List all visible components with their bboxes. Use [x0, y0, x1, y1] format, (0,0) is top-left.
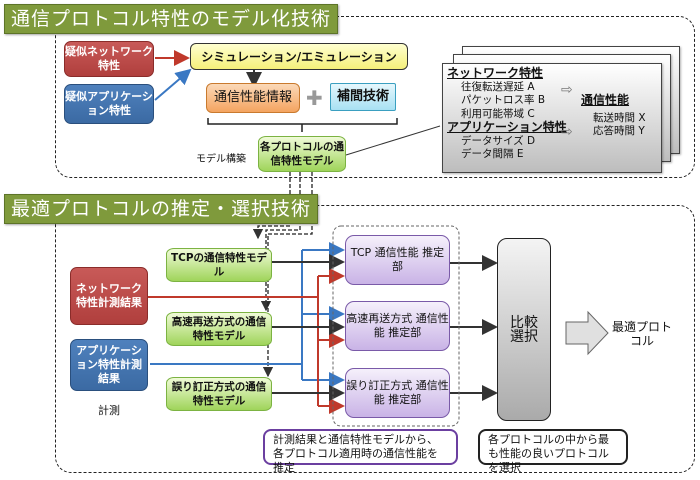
estimator-error-correction: 誤り訂正方式 通信性能 推定部: [345, 368, 450, 418]
perf-heading: 通信性能: [581, 93, 630, 107]
estimator-fast-retransmit: 高速再送方式 通信性能 推定部: [345, 301, 450, 351]
pseudo-network-box: 疑似ネットワーク特性: [64, 41, 154, 77]
item-label: 利用可能帯域: [461, 107, 524, 120]
estimator-tcp: TCP 通信性能 推定部: [345, 235, 450, 285]
item-var: A: [527, 80, 535, 93]
estimator-group-frame: [332, 225, 460, 427]
network-measure-box: ネットワーク特性計測結果: [70, 267, 148, 325]
item-var: Y: [638, 125, 645, 137]
item-var: E: [516, 148, 524, 160]
perf-item: 応答時間 Y: [593, 125, 645, 139]
item-var: C: [527, 107, 535, 120]
network-heading: ネットワーク特性: [447, 66, 544, 80]
characteristics-card: ネットワーク特性 往復転送遅延 A パケットロス率 B 利用可能帯域 C アプリ…: [442, 63, 662, 173]
item-label: データサイズ: [461, 134, 524, 147]
simulation-box: シミュレーション/エミュレーション: [190, 43, 408, 70]
perf-item: 転送時間 X: [593, 112, 646, 126]
arrow-icon: ⇨: [561, 124, 573, 140]
item-var: D: [527, 134, 536, 147]
app-item: データ間隔 E: [447, 148, 657, 162]
link-model-to-card: [345, 125, 441, 156]
optimal-protocol-label: 最適プロトコル: [612, 320, 673, 348]
item-label: データ間隔: [461, 148, 514, 160]
interpolation-box: 補間技術: [330, 83, 396, 111]
measure-label: 計測: [98, 404, 120, 417]
bracket: [207, 118, 398, 132]
arrow-icon: ⇨: [561, 82, 573, 98]
item-label: パケットロス率: [461, 94, 535, 106]
app-measure-box: アプリケーション特性計測結果: [70, 339, 148, 391]
pseudo-application-box: 疑似アプリケーション特性: [64, 84, 154, 124]
network-item: パケットロス率 B: [447, 94, 657, 108]
app-heading: アプリケーション特性: [447, 120, 567, 134]
item-label: 応答時間: [593, 125, 635, 137]
item-var: B: [537, 94, 546, 106]
section2-title: 最適プロトコルの推定・選択技術: [4, 194, 319, 224]
section1-title: 通信プロトコル特性のモデル化技術: [4, 4, 339, 34]
perf-info-db: 通信性能情報: [206, 83, 300, 113]
model-build-label: モデル構築: [196, 154, 246, 165]
network-item: 往復転送遅延 A: [447, 81, 657, 95]
model-tcp: TCPの通信特性モデル: [166, 248, 272, 282]
arrow-pseudo-application: [154, 68, 192, 101]
model-error-correction: 誤り訂正方式の通信特性モデル: [166, 377, 272, 411]
section2-frame: [55, 205, 695, 473]
model-fast-retransmit: 高速再送方式の通信特性モデル: [166, 312, 272, 346]
model-db: 各プロトコルの通信特性モデル: [258, 136, 346, 172]
callout-select: 各プロトコルの中から最も性能の良いプロトコルを選択: [478, 429, 628, 474]
app-item: データサイズ D: [447, 135, 657, 149]
section1-frame: [55, 16, 695, 178]
item-label: 往復転送遅延: [461, 80, 524, 93]
callout-estimate: 計測結果と通信特性モデルから、各プロトコル適用時の通信性能を推定: [263, 429, 458, 474]
item-var: X: [638, 112, 646, 124]
plus-icon: ✚: [306, 86, 323, 110]
network-item: 利用可能帯域 C: [447, 108, 657, 122]
optimal-arrow-icon: [565, 310, 609, 356]
item-label: 転送時間: [593, 112, 635, 124]
compare-select-box: 比較選択: [497, 238, 551, 421]
